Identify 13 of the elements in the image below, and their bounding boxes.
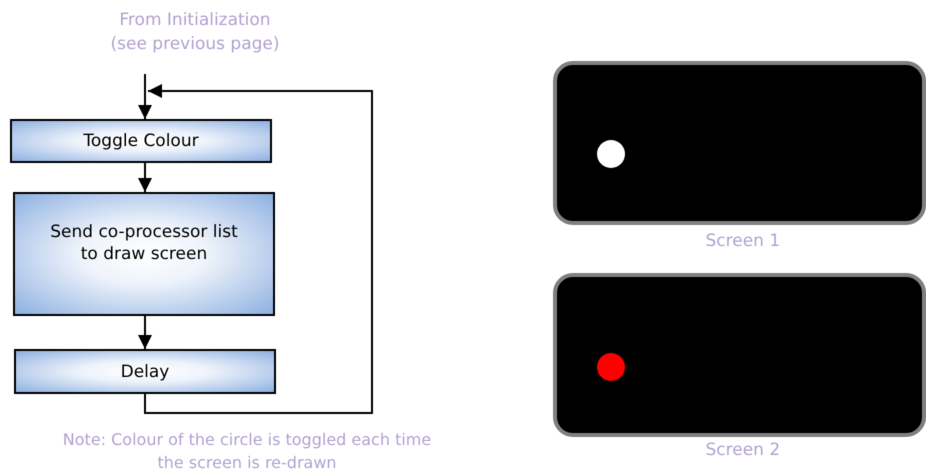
screen-panel (553, 273, 926, 437)
source-note: From Initialization (see previous page) (90, 8, 300, 74)
arrow (138, 316, 152, 349)
note-text: Note: Colour of the circle is toggled each time the screen is re-drawn (62, 429, 432, 474)
process-box: Toggle Colour (10, 119, 272, 163)
arrow (138, 163, 152, 192)
process-box: Send co-processor list to draw screen (13, 192, 275, 316)
process-box: Delay (14, 349, 276, 394)
screen-caption: Screen 1 (706, 231, 780, 251)
arrow (138, 74, 152, 119)
arrow (144, 84, 373, 414)
screen-caption: Screen 2 (706, 440, 780, 460)
screen-panel (553, 61, 926, 225)
